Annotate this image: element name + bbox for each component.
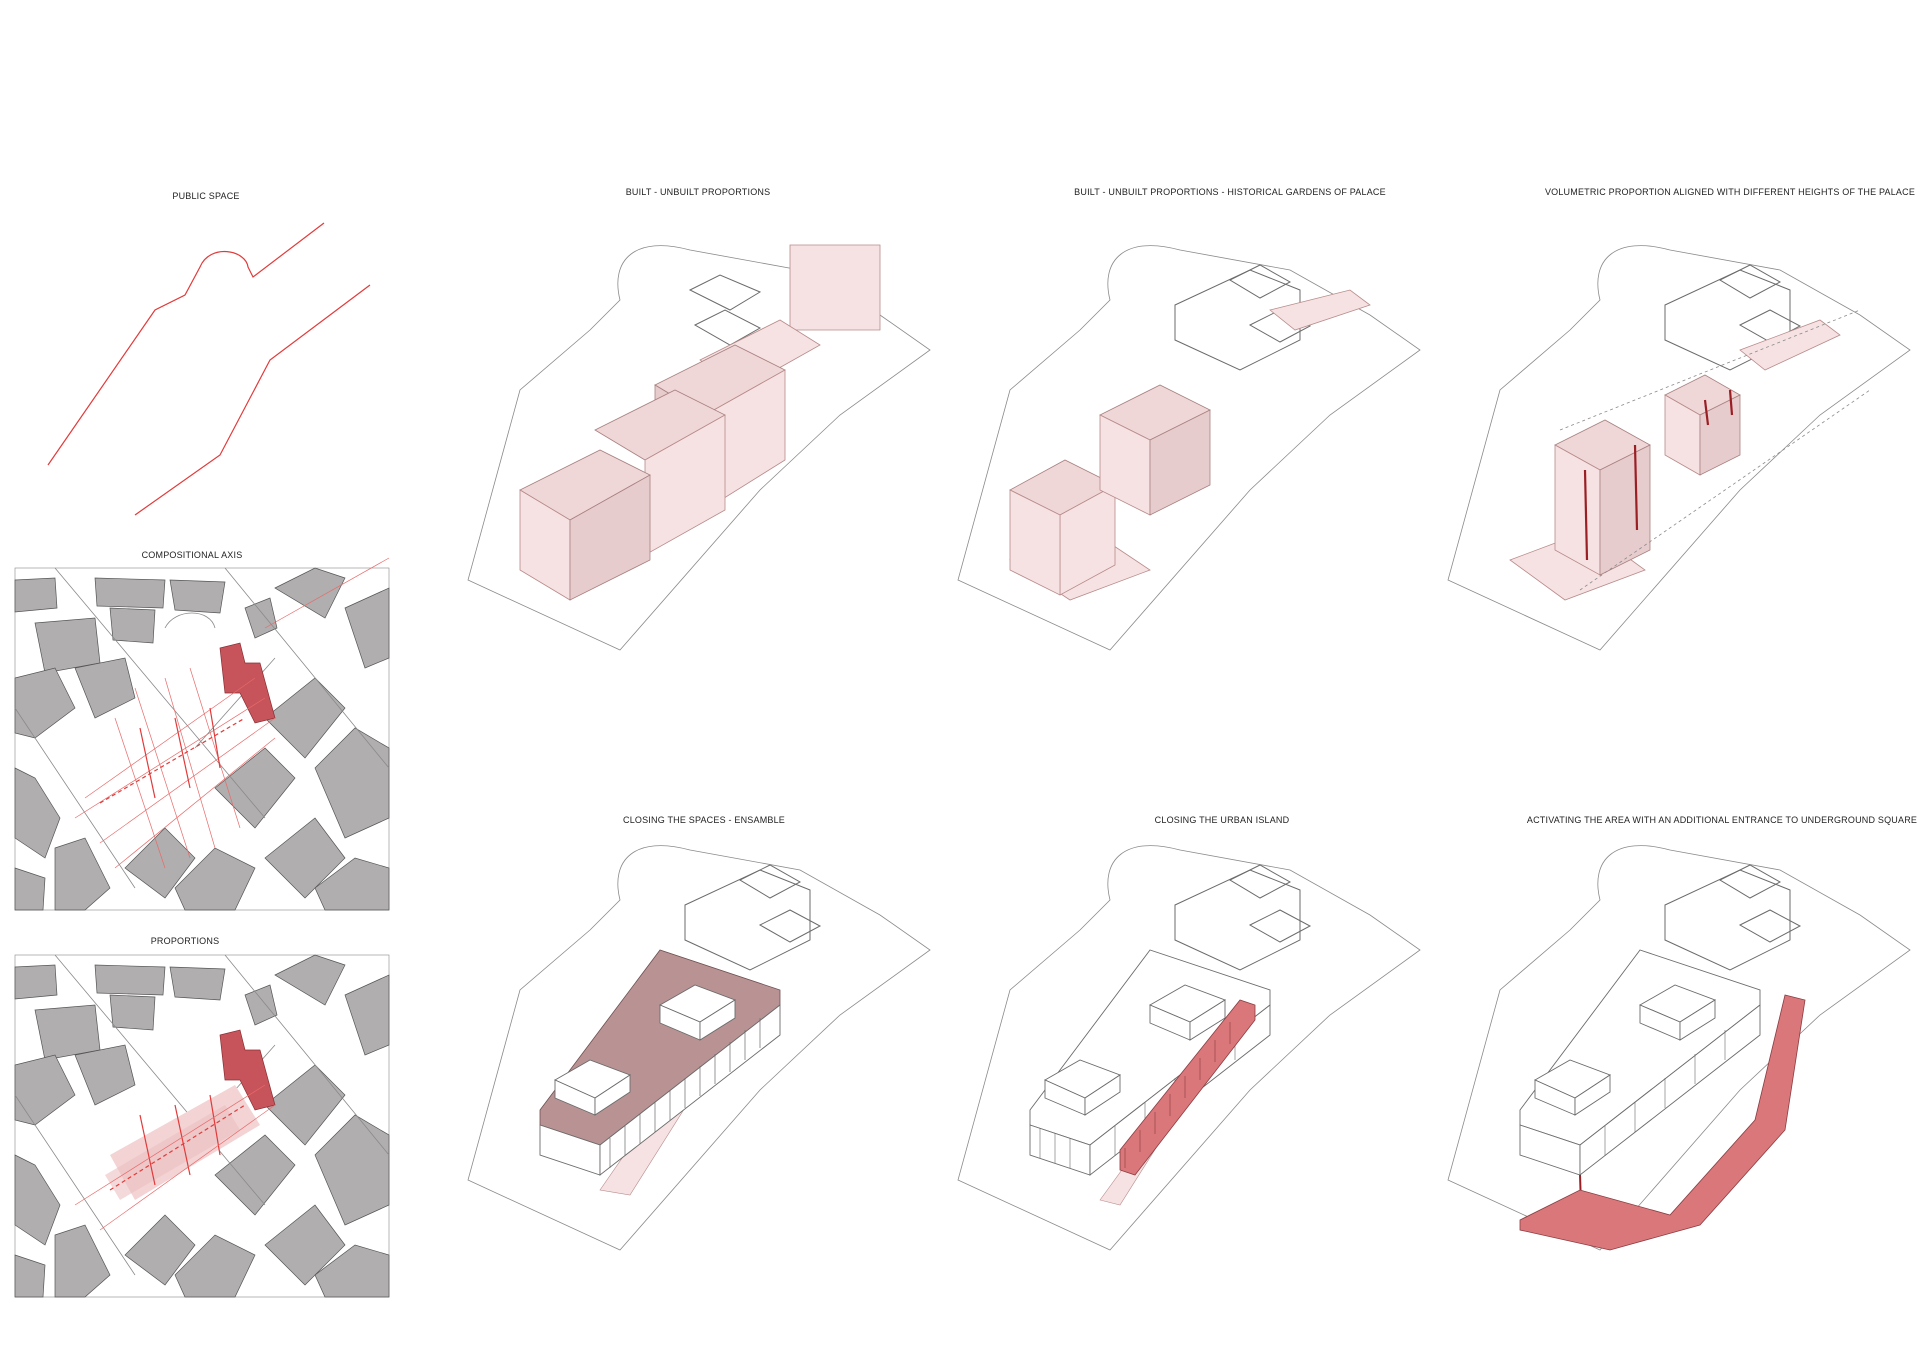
built-unbuilt-axonometric (467, 244, 931, 651)
panel-title-public-space: PUBLIC SPACE (172, 191, 240, 201)
panel-title-built-unbuilt: BUILT - UNBUILT PROPORTIONS (625, 187, 771, 197)
compositional-axis-map (14, 557, 390, 911)
public-space-outline (47, 222, 371, 516)
panel-title-proportions: PROPORTIONS (150, 936, 220, 946)
panel-title-activating: ACTIVATING THE AREA WITH AN ADDITIONAL E… (1526, 815, 1918, 825)
proportions-map (14, 954, 390, 1298)
panel-title-compositional-axis: COMPOSITIONAL AXIS (141, 550, 243, 560)
panel-title-historical-gardens: BUILT - UNBUILT PROPORTIONS - HISTORICAL… (1074, 187, 1386, 197)
volumetric-axonometric (1447, 245, 1911, 651)
panel-title-closing-island: CLOSING THE URBAN ISLAND (1154, 815, 1290, 825)
panel-title-closing-spaces: CLOSING THE SPACES - ENSAMBLE (622, 815, 786, 825)
closing-spaces-axonometric (467, 845, 931, 1251)
activating-axonometric (1447, 845, 1911, 1251)
closing-island-axonometric (957, 845, 1421, 1251)
historical-gardens-axonometric (957, 245, 1421, 651)
panel-title-volumetric: VOLUMETRIC PROPORTION ALIGNED WITH DIFFE… (1544, 187, 1916, 197)
